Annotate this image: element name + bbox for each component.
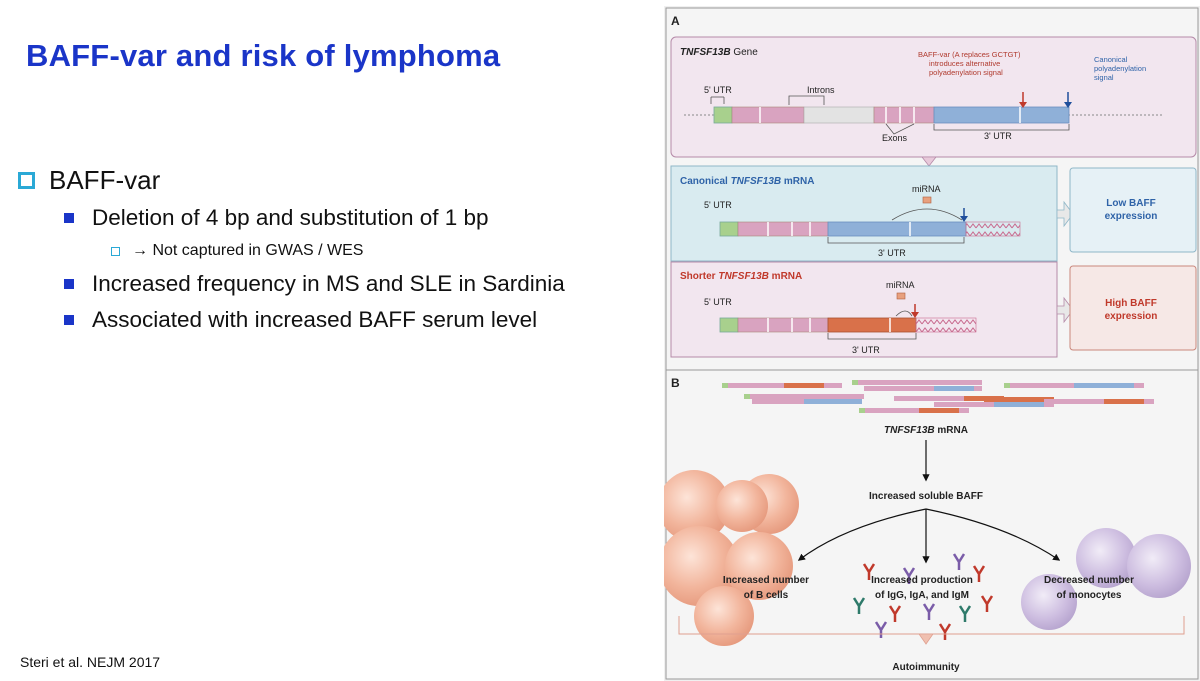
- canonical-mrna-title: Canonical TNFSF13B mRNA: [680, 176, 814, 187]
- figure-svg: A TNFSF13B Gene 5' UTR Introns BAFF-var …: [664, 7, 1199, 680]
- antibodies: [852, 553, 994, 640]
- panel-b-letter: B: [671, 376, 680, 390]
- small-square-bullet-icon: [111, 246, 120, 256]
- sub-bullet-text: Associated with increased BAFF serum lev…: [92, 307, 538, 332]
- citation: Steri et al. NEJM 2017: [20, 654, 161, 670]
- monocytes: [1021, 528, 1191, 630]
- canonical-mrna-box: [670, 165, 1058, 262]
- low-baff-box: [1069, 167, 1197, 253]
- shorter-utr3-label: 3' UTR: [852, 345, 880, 355]
- high-baff-box: [1069, 265, 1197, 351]
- sub-bullet-text: Increased frequency in MS and SLE in Sar…: [92, 271, 565, 296]
- sub-bullet: Increased frequency in MS and SLE in Sar…: [64, 266, 656, 302]
- canonical-utr5-label: 5' UTR: [704, 200, 732, 210]
- shorter-mrna-box: [670, 261, 1058, 358]
- sub-sub-bullet: → Not captured in GWAS / WES: [111, 236, 656, 266]
- utr5-label: 5' UTR: [704, 85, 732, 95]
- filled-square-bullet-icon: [64, 315, 74, 325]
- b-cells: [664, 470, 799, 646]
- figure-panel: A TNFSF13B Gene 5' UTR Introns BAFF-var …: [664, 6, 1200, 681]
- panel-a-letter: A: [671, 14, 680, 28]
- utr3-label: 3' UTR: [984, 131, 1012, 141]
- filled-square-bullet-icon: [64, 213, 74, 223]
- exons-label: Exons: [882, 133, 908, 143]
- bullet-list: BAFF-var Deletion of 4 bp and substituti…: [16, 160, 656, 338]
- sub-bullet: Associated with increased BAFF serum lev…: [64, 302, 656, 338]
- introns-label: Introns: [807, 85, 835, 95]
- canonical-mirna-label: miRNA: [912, 184, 941, 194]
- shorter-mrna-title: Shorter TNFSF13B mRNA: [680, 271, 802, 282]
- gene-title: TNFSF13B Gene: [680, 47, 758, 58]
- soluble-baff-label: Increased soluble BAFF: [869, 491, 983, 502]
- autoimmunity-label: Autoimmunity: [892, 662, 960, 673]
- mrna-label: TNFSF13B mRNA: [884, 425, 968, 436]
- shorter-mirna-label: miRNA: [886, 280, 915, 290]
- canonical-utr3-label: 3' UTR: [878, 248, 906, 258]
- bullet-baff-var: BAFF-var: [16, 160, 656, 200]
- filled-square-bullet-icon: [64, 279, 74, 289]
- baffvar-label: BAFF-var (A replaces GCTGT)introduces al…: [918, 50, 1021, 77]
- bullet-text: BAFF-var: [49, 164, 161, 195]
- slide-title: BAFF-var and risk of lymphoma: [26, 38, 501, 73]
- shorter-utr5-label: 5' UTR: [704, 297, 732, 307]
- mrna-strands: [722, 380, 1154, 413]
- sub-bullet: Deletion of 4 bp and substitution of 1 b…: [64, 200, 656, 236]
- sub-bullet-text: Deletion of 4 bp and substitution of 1 b…: [92, 205, 489, 230]
- sub-sub-bullet-text: → Not captured in GWAS / WES: [132, 242, 364, 259]
- hollow-square-bullet-icon: [18, 171, 35, 189]
